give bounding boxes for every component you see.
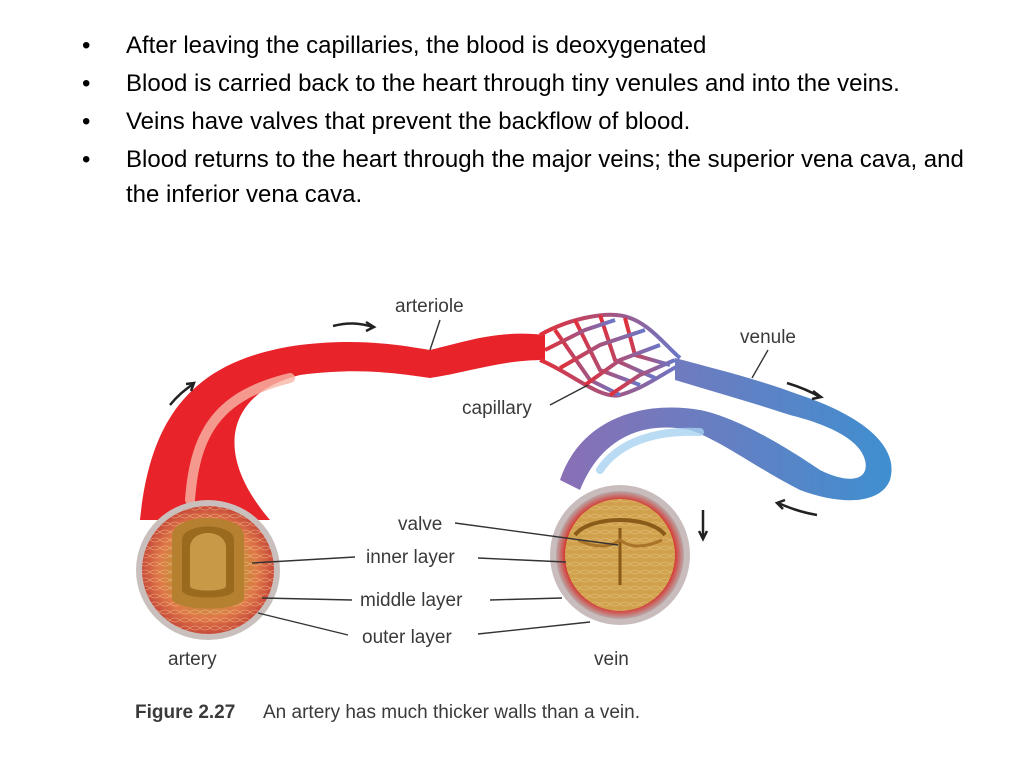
arteriole-label: arteriole xyxy=(395,296,464,317)
artery-highlight xyxy=(185,373,295,505)
vein-tube xyxy=(560,358,892,501)
bullet-symbol: • xyxy=(82,70,91,97)
leader-lines xyxy=(251,319,769,636)
inner-layer-label: inner layer xyxy=(366,547,455,568)
bullet-symbol: • xyxy=(82,108,91,135)
bullet-symbol: • xyxy=(82,32,91,59)
vein-label: vein xyxy=(594,649,629,670)
valve-label: valve xyxy=(398,514,442,535)
artery-tube xyxy=(140,333,545,520)
middle-layer-label: middle layer xyxy=(360,590,463,611)
bullet-text: Blood is carried back to the heart throu… xyxy=(126,70,900,97)
bullet-text: Veins have valves that prevent the backf… xyxy=(126,108,691,135)
capillary-label: capillary xyxy=(462,398,532,419)
outer-layer-label: outer layer xyxy=(362,627,452,648)
bullet-symbol: • xyxy=(82,146,91,173)
artery-label: artery xyxy=(168,649,217,670)
venule-label: venule xyxy=(740,327,796,348)
bullet-list: • After leaving the capillaries, the bloo… xyxy=(82,28,982,215)
bullet-text: After leaving the capillaries, the blood… xyxy=(126,32,707,59)
capillary-network xyxy=(539,312,682,398)
bullet-item: • After leaving the capillaries, the bloo… xyxy=(82,28,982,63)
figure-number: Figure 2.27 xyxy=(135,702,235,723)
artery-cross-section xyxy=(136,500,280,640)
bullet-item: • Veins have valves that prevent the back… xyxy=(82,104,982,139)
flow-arrows xyxy=(169,320,824,542)
bullet-item: • Blood returns to the heart through the … xyxy=(82,142,982,212)
bullet-text: Blood returns to the heart through the m… xyxy=(126,146,964,208)
figure-caption: An artery has much thicker walls than a … xyxy=(263,702,640,723)
vein-highlight xyxy=(596,427,704,474)
vein-cross-section xyxy=(550,485,690,625)
bullet-item: • Blood is carried back to the heart thro… xyxy=(82,66,982,101)
